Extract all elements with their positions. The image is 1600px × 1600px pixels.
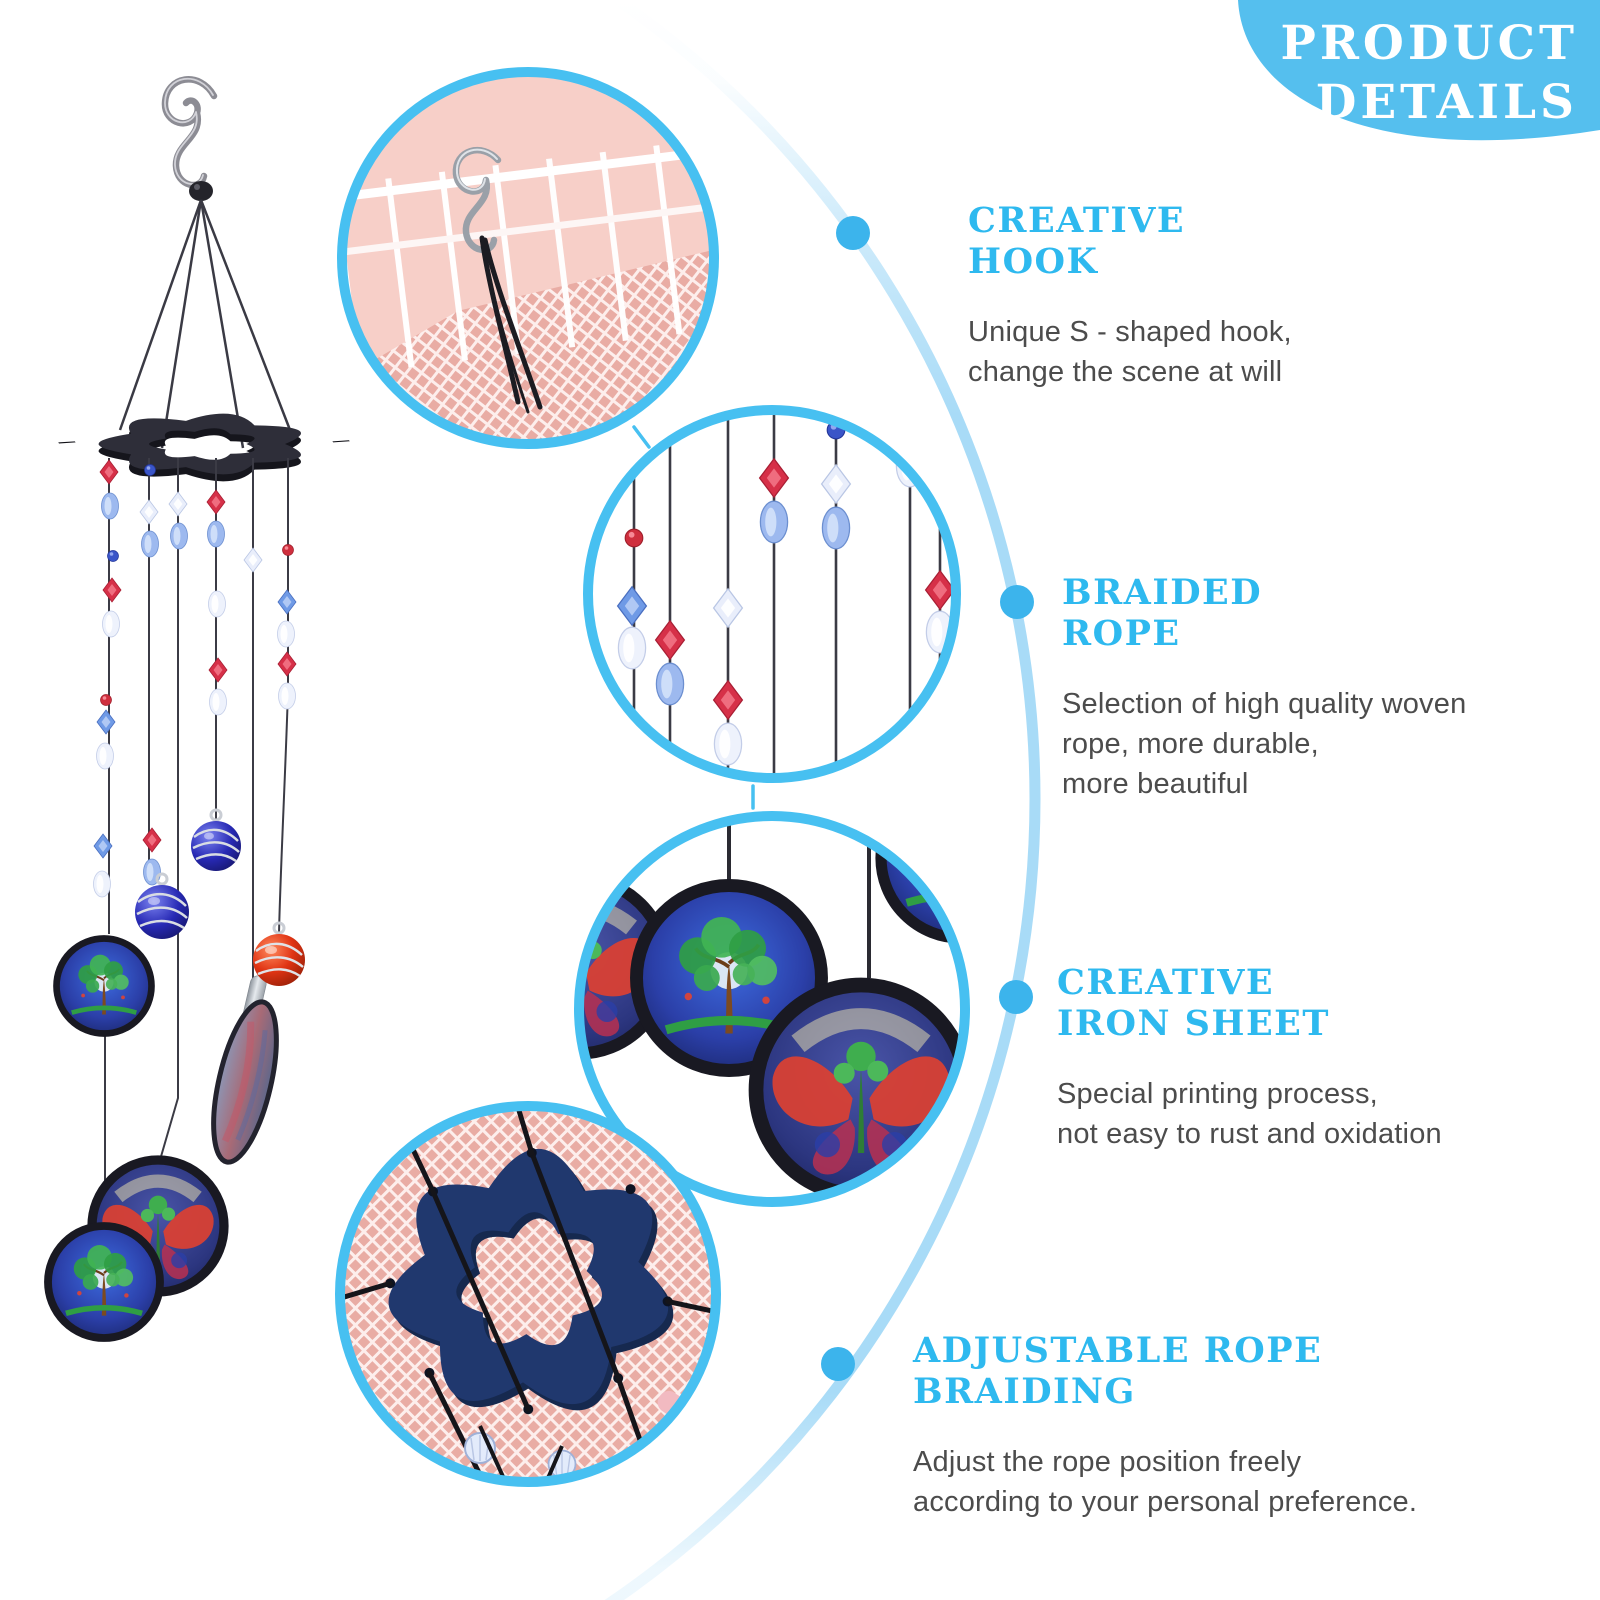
- feature-title-line: HOOK: [968, 241, 1099, 282]
- banner-line-2: DETAILS: [1315, 75, 1578, 130]
- feature-adjustable-rope-braiding: ADJUSTABLE ROPE BRAIDING Adjust the rope…: [913, 1330, 1417, 1522]
- feature-title: CREATIVE IRON SHEET: [1057, 962, 1442, 1044]
- feature-title-line: ROPE: [1062, 613, 1181, 654]
- feature-body-line: more beautiful: [1062, 768, 1249, 800]
- hook-cords: [479, 235, 543, 414]
- tree-disc-blue-large: [48, 1226, 160, 1338]
- bullet-dot-iron-sheet: [999, 980, 1033, 1014]
- feature-body-line: Selection of high quality woven: [1062, 688, 1467, 720]
- bullet-dot-adjustable-rope: [821, 1347, 855, 1381]
- banner-shape: [1238, 0, 1600, 141]
- chime-top-frame: [58, 413, 350, 482]
- hanger-cords: [118, 199, 292, 449]
- feature-title-line: CREATIVE: [1057, 962, 1275, 1003]
- feature-title-line: IRON SHEET: [1057, 1003, 1330, 1044]
- bullet-dot-creative-hook: [836, 216, 870, 250]
- feature-title: ADJUSTABLE ROPE BRAIDING: [913, 1330, 1417, 1412]
- tree-disc-blue: [56, 939, 151, 1034]
- feature-creative-hook: CREATIVE HOOK Unique S - shaped hook, ch…: [968, 200, 1292, 392]
- feature-title-line: CREATIVE: [968, 200, 1186, 241]
- feature-body-line: according to your personal preference.: [913, 1486, 1418, 1518]
- feature-title-line: BRAIDING: [913, 1371, 1136, 1412]
- feature-body-line: Special printing process,: [1057, 1078, 1378, 1110]
- chime-tube: [228, 975, 267, 1086]
- callout-discs-photo: [569, 806, 975, 1212]
- blue-glass-ball: [191, 808, 241, 871]
- feature-body-line: Adjust the rope position freely: [913, 1446, 1302, 1478]
- feature-title: CREATIVE HOOK: [968, 200, 1292, 282]
- feature-creative-iron-sheet: CREATIVE IRON SHEET Special printing pro…: [1057, 962, 1442, 1154]
- callout-frame-photo: [330, 1096, 726, 1492]
- banner-title: PRODUCT DETAILS: [1281, 14, 1578, 132]
- callout-hook-photo: [332, 62, 724, 454]
- feature-body-line: change the scene at will: [968, 356, 1283, 388]
- hanger-bead: [189, 181, 213, 201]
- s-hook-icon: [161, 76, 218, 189]
- feature-body: Adjust the rope position freely accordin…: [913, 1442, 1417, 1522]
- feature-body-line: Unique S - shaped hook,: [968, 316, 1292, 348]
- callout-rope-photo: [578, 400, 966, 788]
- red-glass-ball: [253, 921, 305, 986]
- chime-beads: [93, 459, 297, 898]
- feature-body: Selection of high quality woven rope, mo…: [1062, 684, 1466, 804]
- feature-title-line: BRAIDED: [1062, 572, 1263, 613]
- feature-braided-rope: BRAIDED ROPE Selection of high quality w…: [1062, 572, 1466, 804]
- feature-body: Unique S - shaped hook, change the scene…: [968, 312, 1292, 392]
- feature-body-line: not easy to rust and oxidation: [1057, 1118, 1442, 1150]
- feature-body: Special printing process, not easy to ru…: [1057, 1074, 1442, 1154]
- feature-title: BRAIDED ROPE: [1062, 572, 1466, 654]
- blue-glass-ball: [135, 872, 189, 939]
- tree-disc-red: [92, 1160, 224, 1292]
- feature-body-line: rope, more durable,: [1062, 728, 1319, 760]
- bullet-dot-braided-rope: [1000, 585, 1034, 619]
- product-details-banner: PRODUCT DETAILS: [1215, 0, 1600, 185]
- tree-disc-side: [211, 999, 279, 1165]
- banner-line-1: PRODUCT: [1280, 16, 1578, 71]
- feature-title-line: ADJUSTABLE ROPE: [913, 1330, 1323, 1371]
- chime-strings: [104, 458, 289, 1226]
- tree-disc-red: [756, 985, 966, 1195]
